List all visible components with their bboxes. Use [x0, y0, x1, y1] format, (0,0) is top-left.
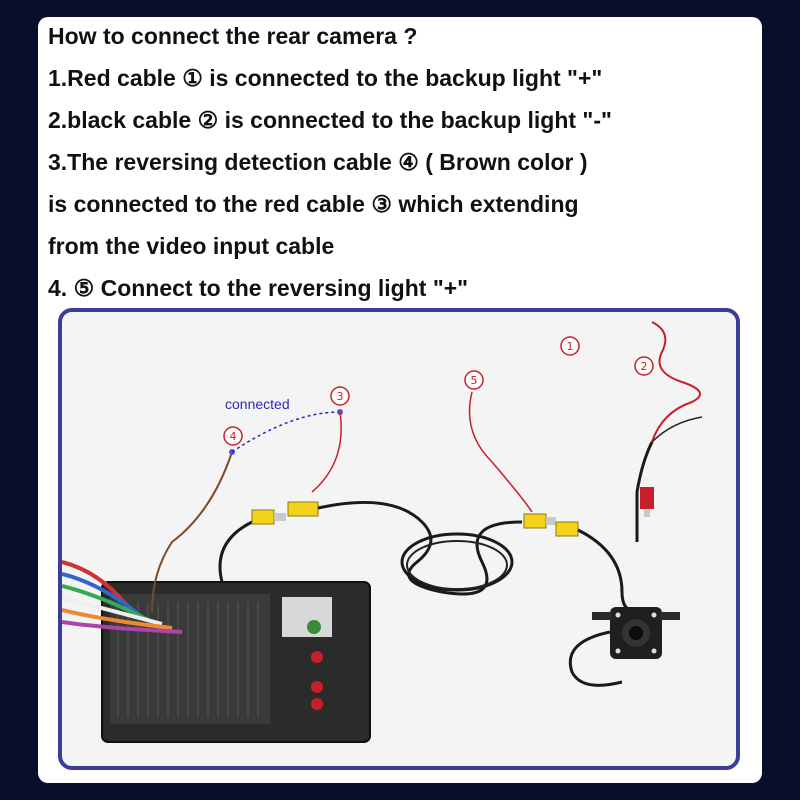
instruction-line-1: 1.Red cable ① is connected to the backup…: [48, 65, 603, 91]
rca-connector-left: [251, 501, 319, 525]
rca-connector-right: [523, 513, 579, 537]
rear-camera: [592, 607, 680, 659]
brown-detection-cable: [151, 451, 233, 613]
marker-1: 1: [560, 336, 580, 356]
extension-cable: [317, 500, 523, 596]
red-power-cable: [651, 321, 701, 443]
instruction-line-2: 2.black cable ② is connected to the back…: [48, 107, 612, 133]
wiring-harness: [62, 560, 183, 634]
wiring-photo-frame: 1 2 3 4 5 connected: [58, 308, 740, 770]
marker-5: 5: [464, 370, 484, 390]
marker-5-label: 5: [471, 374, 478, 387]
wiring-illustration: 1 2 3 4 5 connected: [62, 321, 703, 743]
marker-1-label: 1: [567, 340, 574, 353]
instruction-line-4: is connected to the red cable ③ which ex…: [48, 191, 579, 217]
instructions-title: How to connect the rear camera ?: [48, 23, 418, 49]
video-input-cable: [218, 520, 253, 583]
marker-2-label: 2: [641, 360, 648, 373]
marker-4-label: 4: [230, 430, 237, 443]
marker-3-label: 3: [337, 390, 344, 403]
instructions: How to connect the rear camera ? 1.Red c…: [48, 20, 748, 314]
red-reverse-light-cable: [468, 391, 533, 513]
marker-4: 4: [223, 426, 243, 446]
head-unit: [101, 581, 371, 743]
connected-label: connected: [225, 396, 290, 412]
black-ground-cable: [651, 416, 703, 443]
marker-2: 2: [634, 356, 654, 376]
instruction-line-6: 4. ⑤ Connect to the reversing light "+": [48, 275, 469, 301]
camera-cable: [577, 528, 638, 614]
instruction-line-3: 3.The reversing detection cable ④ ( Brow…: [48, 149, 588, 175]
instruction-line-5: from the video input cable: [48, 233, 335, 259]
connection-dotted-line: [231, 411, 341, 453]
marker-3: 3: [330, 386, 350, 406]
red-video-cable: [311, 411, 342, 493]
